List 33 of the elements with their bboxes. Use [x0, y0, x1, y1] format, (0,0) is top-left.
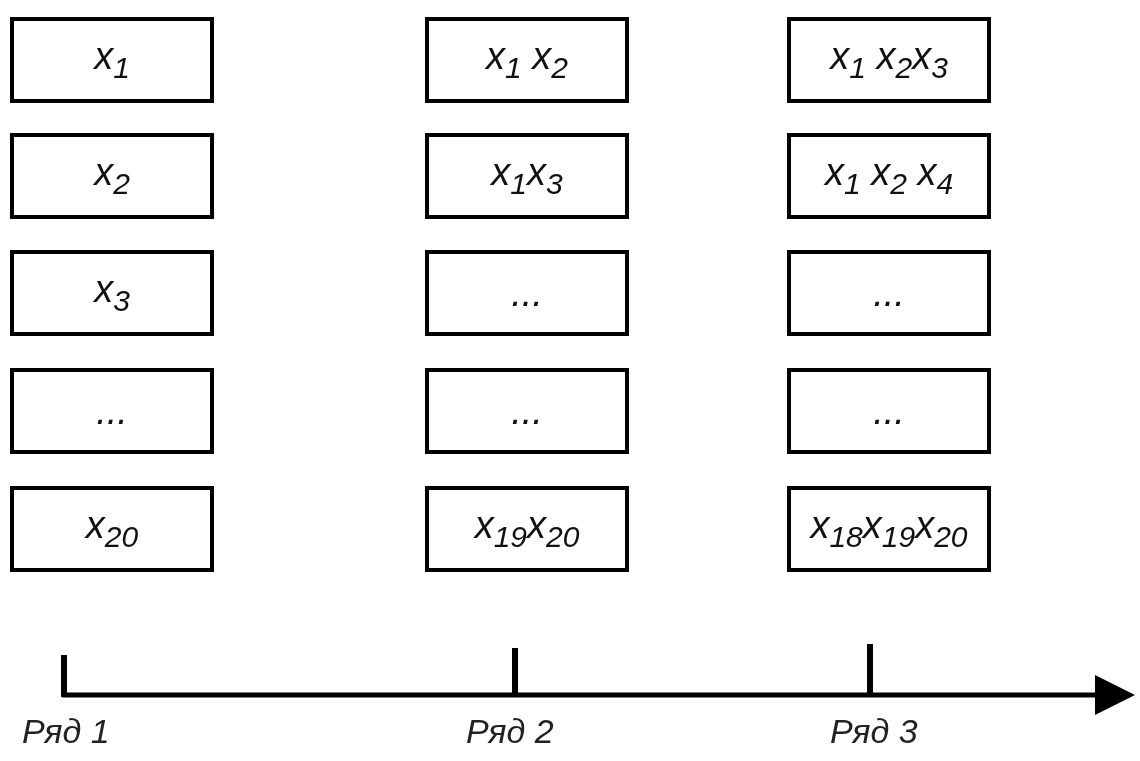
term-text: x$_{1}$x$_{3}$ — [491, 151, 563, 201]
term-text: x$_{1}$ x$_{2}$ — [486, 35, 568, 85]
term-box — [787, 368, 991, 454]
term-text: x$_{3}$ — [94, 268, 130, 318]
term-text: ... — [511, 271, 543, 315]
axis-label: Ряд 2 — [466, 712, 554, 751]
term-box — [10, 250, 214, 336]
term-box — [425, 133, 629, 219]
axis-label: Ряд 3 — [830, 712, 918, 751]
term-box — [425, 17, 629, 103]
term-text: x$_{18}$x$_{19}$x$_{20}$ — [810, 504, 968, 554]
term-box — [787, 17, 991, 103]
term-box — [425, 368, 629, 454]
term-text: ... — [873, 389, 905, 433]
term-box — [787, 133, 991, 219]
term-box — [10, 368, 214, 454]
term-box — [10, 17, 214, 103]
term-box — [10, 486, 214, 572]
term-box — [425, 486, 629, 572]
term-text: x$_{2}$ — [94, 151, 130, 201]
term-box — [425, 250, 629, 336]
axis-label: Ряд 1 — [22, 712, 110, 751]
term-text: x$_{1}$ x$_{2}$ x$_{4}$ — [824, 151, 954, 201]
term-text: x$_{19}$x$_{20}$ — [474, 504, 580, 554]
term-text: ... — [96, 389, 128, 433]
term-text: ... — [873, 271, 905, 315]
term-box — [10, 133, 214, 219]
term-box — [787, 486, 991, 572]
term-text: x$_{1}$ x$_{2}$x$_{3}$ — [830, 35, 948, 85]
term-text: x$_{1}$ — [94, 35, 130, 85]
term-text: ... — [511, 389, 543, 433]
term-text: x$_{20}$ — [85, 504, 139, 554]
term-box — [787, 250, 991, 336]
